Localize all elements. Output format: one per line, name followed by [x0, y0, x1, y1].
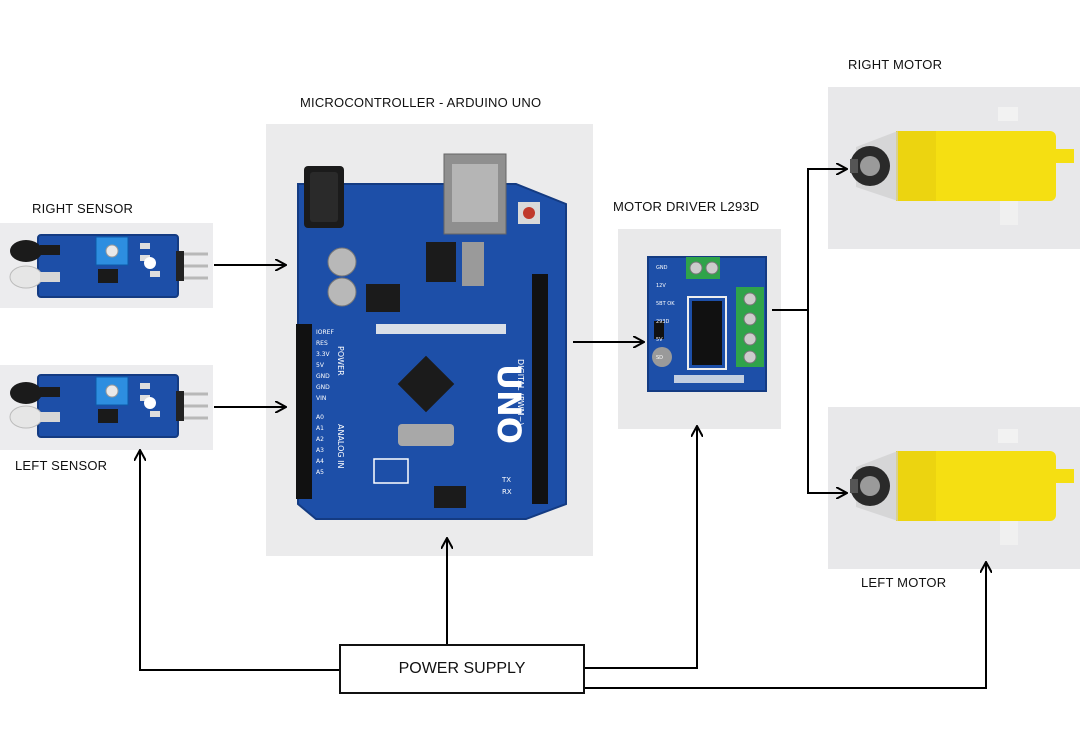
pin-label: SD — [656, 355, 663, 361]
pin-label: A0 — [316, 414, 324, 421]
analog-in-text: ANALOG IN — [336, 424, 345, 469]
arduino-board-icon: UNO DIGITAL (PWM~) POWER ANALOG IN IOREF… — [296, 153, 567, 520]
power-supply-box: POWER SUPPLY — [339, 644, 585, 694]
microcontroller-label: MICROCONTROLLER - ARDUINO UNO — [300, 95, 542, 110]
pin-label: A2 — [316, 436, 324, 443]
power-to-left-motor-arrow — [585, 563, 986, 689]
pin-label: 5BT OK — [656, 301, 675, 307]
motor-driver-board-icon: GND 12V 5BT OK 293D 5V SD — [647, 256, 767, 392]
power-to-left-sensor-arrow — [140, 451, 339, 671]
arduino-uno-image: UNO DIGITAL (PWM~) POWER ANALOG IN IOREF… — [266, 124, 593, 556]
right-motor-image — [828, 87, 1080, 249]
digital-text: DIGITAL (PWM~) — [516, 359, 525, 425]
pin-label: 3.3V — [316, 351, 331, 358]
pin-label: RES — [316, 340, 328, 347]
pin-label: A1 — [316, 425, 324, 432]
left-sensor-image — [0, 365, 213, 450]
pin-label: 12V — [656, 283, 666, 289]
driver-to-right-motor-arrow — [772, 169, 846, 311]
pin-label: 5V — [656, 337, 663, 343]
left-motor-image — [828, 407, 1080, 569]
pin-label: A3 — [316, 447, 324, 454]
pin-label: IOREF — [316, 329, 334, 336]
dc-gear-motor-icon — [850, 107, 1074, 225]
uno-text: UNO — [490, 364, 528, 444]
right-motor-label: RIGHT MOTOR — [848, 57, 943, 72]
driver-to-left-motor-arrow — [807, 310, 846, 493]
driver-labels: GND 12V 5BT OK 293D 5V SD — [656, 265, 675, 361]
right-sensor-label: RIGHT SENSOR — [32, 201, 134, 216]
power-pin-labels: IOREF RES 3.3V 5V GND GND VIN — [316, 329, 334, 402]
ir-sensor-module-icon — [9, 374, 208, 438]
pin-label: 5V — [316, 362, 325, 369]
ir-sensor-module-icon — [9, 234, 208, 298]
pin-label: GND — [316, 384, 330, 391]
dc-gear-motor-icon — [850, 429, 1074, 545]
pin-label: GND — [656, 265, 668, 271]
pin-label: A5 — [316, 469, 324, 476]
pin-label: GND — [316, 373, 330, 380]
tx-text: TX — [501, 476, 511, 484]
right-sensor-image — [0, 223, 213, 308]
motor-driver-image: GND 12V 5BT OK 293D 5V SD — [618, 229, 781, 429]
pin-label: 293D — [656, 319, 670, 325]
pin-label: A4 — [316, 458, 324, 465]
motor-driver-label: MOTOR DRIVER L293D — [613, 199, 760, 214]
pin-label: VIN — [316, 395, 326, 402]
power-text: POWER — [336, 346, 345, 376]
power-supply-label: POWER SUPPLY — [398, 660, 526, 677]
rx-text: RX — [502, 488, 512, 496]
left-sensor-label: LEFT SENSOR — [15, 458, 108, 473]
left-motor-label: LEFT MOTOR — [861, 575, 947, 590]
power-to-driver-arrow — [585, 427, 697, 669]
